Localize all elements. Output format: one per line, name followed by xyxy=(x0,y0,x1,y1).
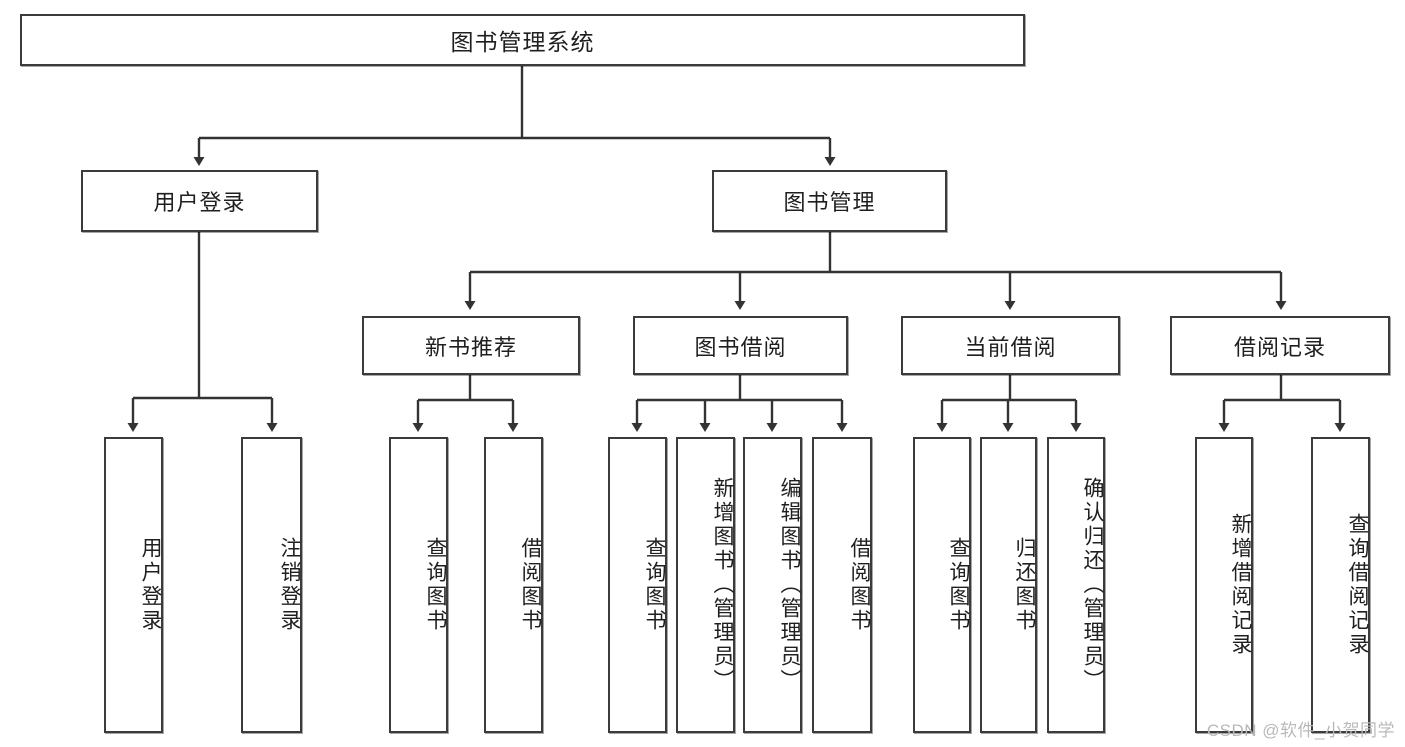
watermark-text: CSDN @软件_小贺同学 xyxy=(1206,721,1395,740)
node-new-book-recommend[interactable]: 新书推荐 xyxy=(362,316,580,375)
leaf-query-book-borrow[interactable]: 查询图书 xyxy=(608,437,667,733)
node-label: 当前借阅 xyxy=(964,334,1057,360)
leaf-borrow-book[interactable]: 借阅图书 xyxy=(812,437,872,733)
node-label: 借阅记录 xyxy=(1233,334,1326,360)
node-book-management[interactable]: 图书管理 xyxy=(712,170,947,232)
node-label: 归还图书 xyxy=(1013,537,1036,633)
node-current-borrow[interactable]: 当前借阅 xyxy=(901,316,1120,375)
node-user-login[interactable]: 用户登录 xyxy=(81,170,318,232)
node-label: 借阅图书 xyxy=(519,537,542,633)
node-root[interactable]: 图书管理系统 xyxy=(20,14,1025,66)
leaf-add-borrow-record[interactable]: 新增借阅记录 xyxy=(1195,437,1253,733)
node-label: 确认归还（管理员） xyxy=(1081,477,1104,693)
node-label: 查询图书 xyxy=(947,537,970,633)
leaf-return-book[interactable]: 归还图书 xyxy=(980,437,1037,733)
node-label: 图书借阅 xyxy=(694,334,787,360)
leaf-confirm-return-admin[interactable]: 确认归还（管理员） xyxy=(1047,437,1105,733)
node-label: 注销登录 xyxy=(278,537,301,633)
node-label: 新增借阅记录 xyxy=(1229,513,1252,657)
node-label: 查询借阅记录 xyxy=(1346,513,1369,657)
leaf-user-login[interactable]: 用户登录 xyxy=(104,437,163,733)
node-book-borrow[interactable]: 图书借阅 xyxy=(633,316,848,375)
leaf-query-borrow-record[interactable]: 查询借阅记录 xyxy=(1311,437,1370,733)
node-label: 新书推荐 xyxy=(424,334,517,360)
leaf-add-book-admin[interactable]: 新增图书（管理员） xyxy=(676,437,735,733)
node-label: 用户登录 xyxy=(153,190,246,215)
node-label: 新增图书（管理员） xyxy=(711,477,734,693)
node-label: 图书管理 xyxy=(783,190,876,215)
leaf-borrow-book-recommend[interactable]: 借阅图书 xyxy=(484,437,543,733)
leaf-query-book-recommend[interactable]: 查询图书 xyxy=(389,437,448,733)
node-label: 查询图书 xyxy=(643,537,666,633)
node-label: 图书管理系统 xyxy=(450,29,595,55)
leaf-edit-book-admin[interactable]: 编辑图书（管理员） xyxy=(743,437,802,733)
node-label: 借阅图书 xyxy=(848,537,871,633)
leaf-logout[interactable]: 注销登录 xyxy=(241,437,302,733)
node-borrow-record[interactable]: 借阅记录 xyxy=(1170,316,1390,375)
node-label: 编辑图书（管理员） xyxy=(778,477,801,693)
node-label: 查询图书 xyxy=(424,537,447,633)
node-label: 用户登录 xyxy=(139,537,162,633)
leaf-query-book-current[interactable]: 查询图书 xyxy=(913,437,971,733)
